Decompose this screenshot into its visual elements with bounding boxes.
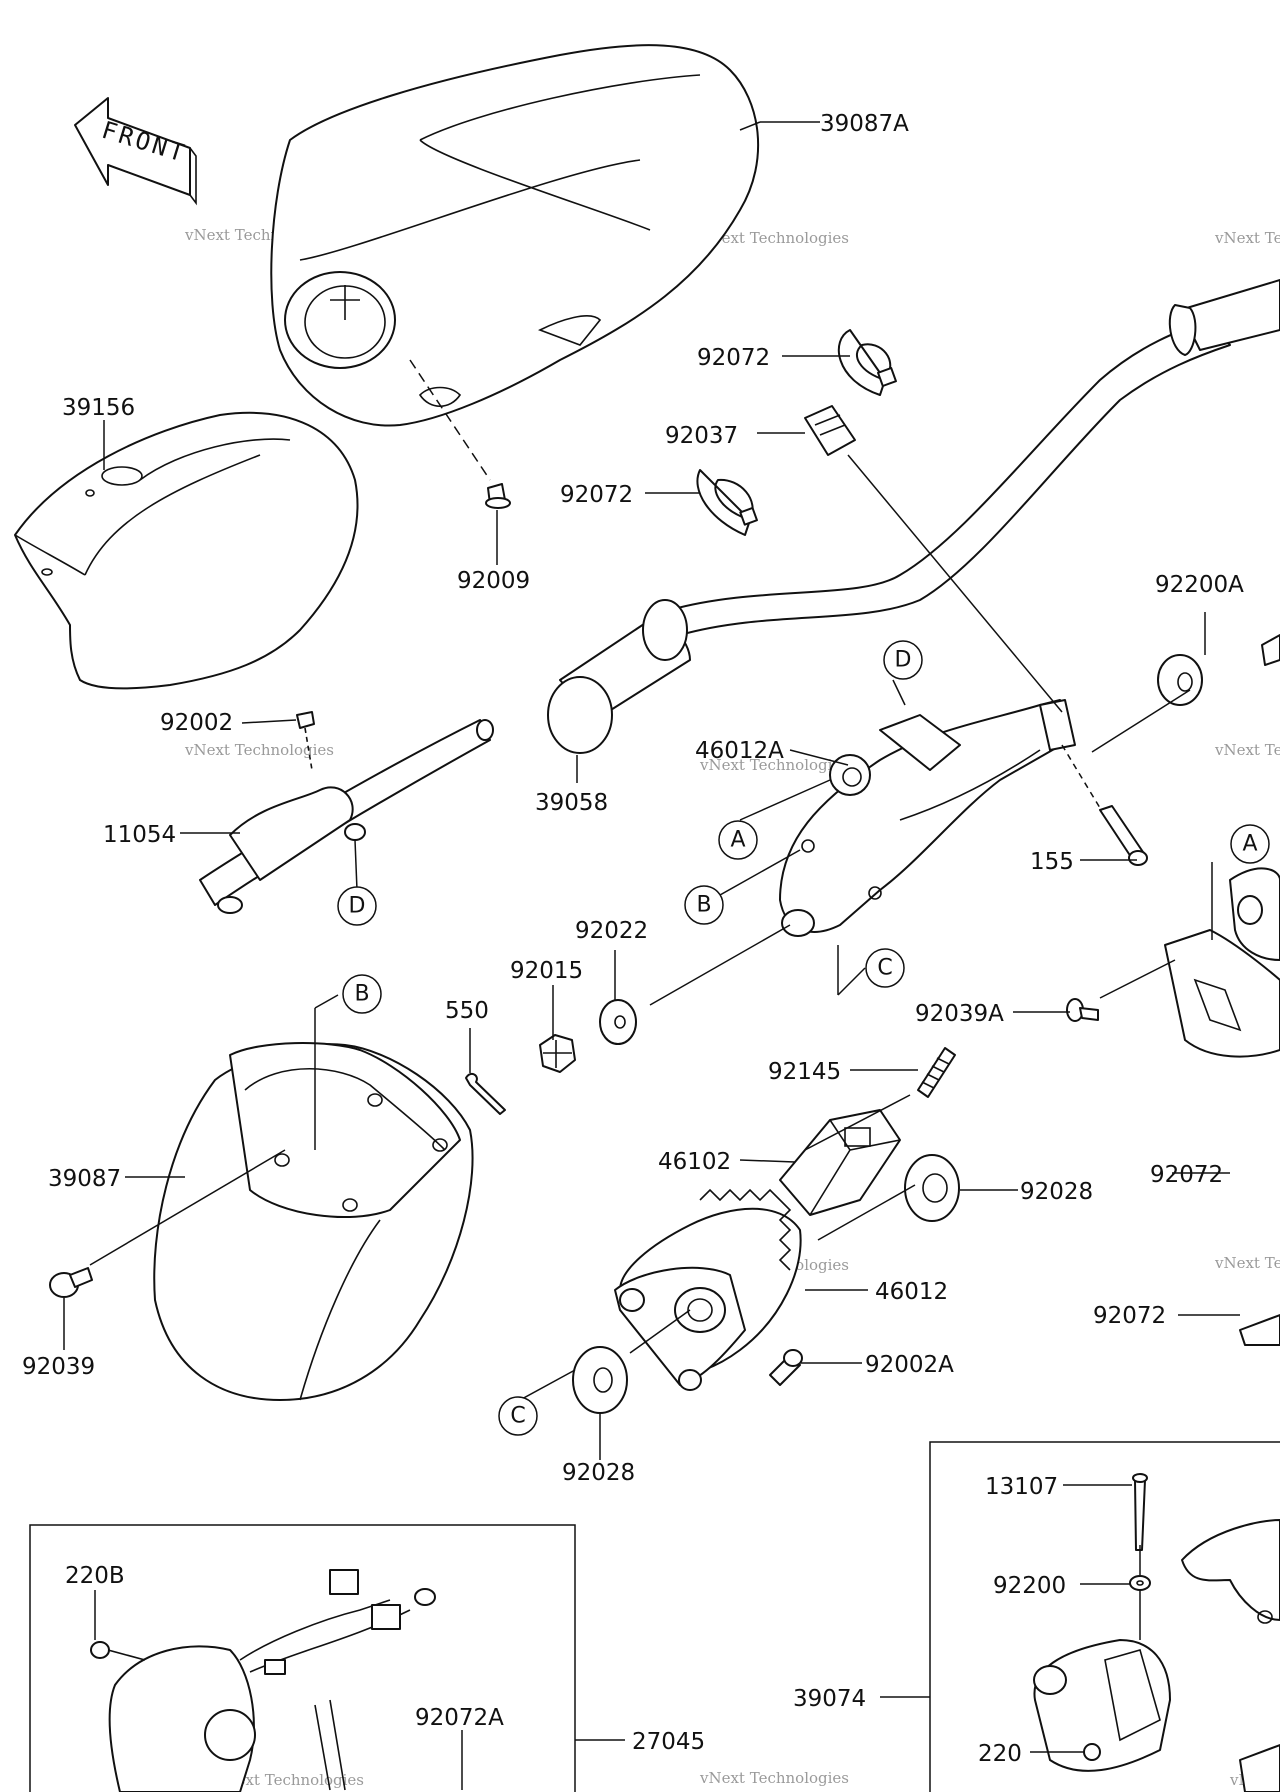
part-labels: 39087A 39156 92009 92072 92037 92072 922…	[22, 111, 1244, 1767]
svg-text:C: C	[877, 956, 892, 981]
pin-13107	[1132, 1473, 1148, 1551]
clip-92039A	[1066, 998, 1099, 1022]
damper-46102	[779, 1109, 901, 1216]
label-92200: 92200	[993, 1573, 1066, 1599]
washer-92022	[599, 999, 637, 1045]
watermark-text: vNext Technologies	[1214, 229, 1280, 247]
svg-text:D: D	[349, 894, 366, 919]
label-92015: 92015	[510, 958, 583, 984]
label-46012A: 46012A	[695, 738, 784, 764]
ref-C-bottom: C	[498, 1396, 538, 1436]
label-92022: 92022	[575, 918, 648, 944]
svg-text:D: D	[895, 648, 912, 673]
label-92002: 92002	[160, 710, 233, 736]
label-220B: 220B	[65, 1563, 125, 1589]
label-92002A: 92002A	[865, 1352, 954, 1378]
ref-D-top: D	[883, 640, 923, 680]
pin-92009	[485, 483, 511, 509]
ref-C-mid: C	[865, 948, 905, 988]
leader-lines	[63, 121, 1240, 1790]
label-92145: 92145	[768, 1059, 841, 1085]
ref-A-mid: A	[718, 820, 758, 860]
label-11054: 11054	[103, 822, 176, 848]
lever-39074	[1033, 1519, 1280, 1792]
washer-92200A	[1157, 634, 1280, 706]
label-220: 220	[978, 1741, 1022, 1767]
label-155: 155	[1030, 849, 1074, 875]
label-46102: 46102	[658, 1149, 731, 1175]
svg-text:A: A	[730, 828, 745, 853]
watermark-text: vNext Technologies	[184, 741, 334, 759]
watermark-text: vNext Technologies	[699, 229, 849, 247]
rear-cover-39156	[14, 411, 359, 690]
label-27045: 27045	[632, 1729, 705, 1755]
nut-92015	[539, 1034, 576, 1073]
washer-92028-bottom	[572, 1346, 628, 1414]
clamp-92037	[804, 405, 856, 456]
label-92039A: 92039A	[915, 1001, 1004, 1027]
label-39058: 39058	[535, 790, 608, 816]
label-39087A: 39087A	[820, 111, 909, 137]
cable-tie-92072-top	[837, 329, 897, 396]
handlebar-holder-46012A	[779, 699, 1076, 937]
watermark-text: vNext Technologies	[1214, 741, 1280, 759]
gear-46012	[614, 1188, 802, 1391]
front-arrow: FRONT	[74, 97, 197, 206]
label-92072-mid: 92072	[560, 482, 633, 508]
label-92039: 92039	[22, 1354, 95, 1380]
cotter-pin-550	[465, 1072, 506, 1115]
bolt-92002A	[769, 1349, 803, 1386]
handlebar-39058	[547, 279, 1280, 754]
subassembly-box-39074	[929, 1441, 1280, 1792]
label-39156: 39156	[62, 395, 135, 421]
label-550: 550	[445, 998, 489, 1024]
label-92037: 92037	[665, 423, 738, 449]
switch-27045	[90, 1569, 436, 1792]
ref-A-right: A	[1230, 824, 1270, 864]
watermark-text: vNext Technologies	[699, 1769, 849, 1787]
upper-cover-39087A	[270, 44, 760, 481]
cable-tie-right-2	[1239, 1314, 1280, 1346]
svg-text:B: B	[696, 893, 711, 918]
cable-tie-92072-mid	[696, 469, 758, 536]
label-92009: 92009	[457, 568, 530, 594]
screw-220	[1083, 1743, 1101, 1761]
bracket-11054	[199, 719, 494, 914]
svg-text:C: C	[510, 1404, 525, 1429]
label-92028-bottom: 92028	[562, 1460, 635, 1486]
ref-B-mid: B	[684, 885, 724, 925]
watermark-text: vNext Technologies	[214, 1771, 364, 1789]
label-92072-top: 92072	[697, 345, 770, 371]
ref-D-left: D	[337, 886, 377, 926]
label-46012: 46012	[875, 1279, 948, 1305]
bolt-92002	[296, 711, 315, 771]
reference-marks: D D A A B B C C	[337, 640, 1270, 1436]
label-92028-right: 92028	[1020, 1179, 1093, 1205]
watermark-text: vNext Technologies	[699, 756, 849, 774]
label-92072-r2: 92072	[1093, 1303, 1166, 1329]
label-92200A: 92200A	[1155, 572, 1244, 598]
clip-92039	[49, 1267, 93, 1298]
svg-text:A: A	[1242, 832, 1257, 857]
label-13107: 13107	[985, 1474, 1058, 1500]
label-92072-r1: 92072	[1150, 1162, 1223, 1188]
watermark-text: vNext Technologies	[1214, 1254, 1280, 1272]
subassembly-box-27045	[29, 1524, 576, 1792]
bolt-155	[1061, 744, 1148, 866]
washer-92200	[1129, 1575, 1151, 1591]
svg-text:B: B	[354, 982, 369, 1007]
washer-92028-right	[904, 1154, 960, 1222]
label-39074: 39074	[793, 1686, 866, 1712]
spring-92145	[917, 1047, 956, 1098]
lower-cover-39087	[153, 1042, 474, 1401]
ref-B-left: B	[342, 974, 382, 1014]
label-39087: 39087	[48, 1166, 121, 1192]
bracket-right	[1164, 867, 1280, 1058]
label-92072A: 92072A	[415, 1705, 504, 1731]
